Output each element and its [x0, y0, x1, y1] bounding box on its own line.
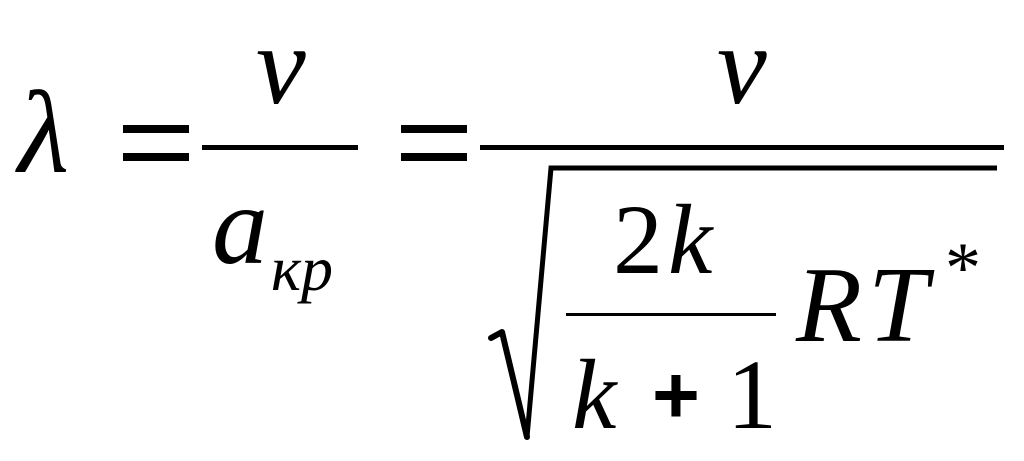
inner-numerator-k: k	[668, 184, 714, 295]
inner-fraction-bar	[566, 313, 776, 316]
inner-denominator-1: 1	[727, 339, 777, 450]
lambda-symbol: λ	[15, 67, 69, 198]
inner-denominator-k: k	[572, 339, 618, 450]
fraction2-numerator-v: v	[717, 4, 767, 128]
fraction1-denominator-a: a	[212, 164, 268, 288]
inner-denominator-plus: +	[652, 350, 700, 441]
fraction2-bar	[480, 145, 1004, 150]
fraction1-subscript-kr: кр	[271, 233, 333, 304]
fraction-v-over-sqrt: v 2 k k + 1 R T *	[480, 4, 1004, 450]
fraction-v-over-akr: v a кр	[202, 4, 358, 304]
variable-T: T	[868, 246, 935, 365]
square-root-icon	[488, 165, 997, 440]
inner-numerator-2: 2	[613, 184, 663, 295]
equals-sign-2	[401, 125, 467, 161]
equals-sign-1	[123, 125, 189, 161]
fraction1-numerator-v: v	[256, 4, 306, 128]
fraction1-bar	[202, 145, 358, 150]
superscript-star: *	[945, 228, 981, 308]
variable-R: R	[795, 246, 862, 365]
inner-fraction: 2 k k + 1	[566, 184, 777, 450]
